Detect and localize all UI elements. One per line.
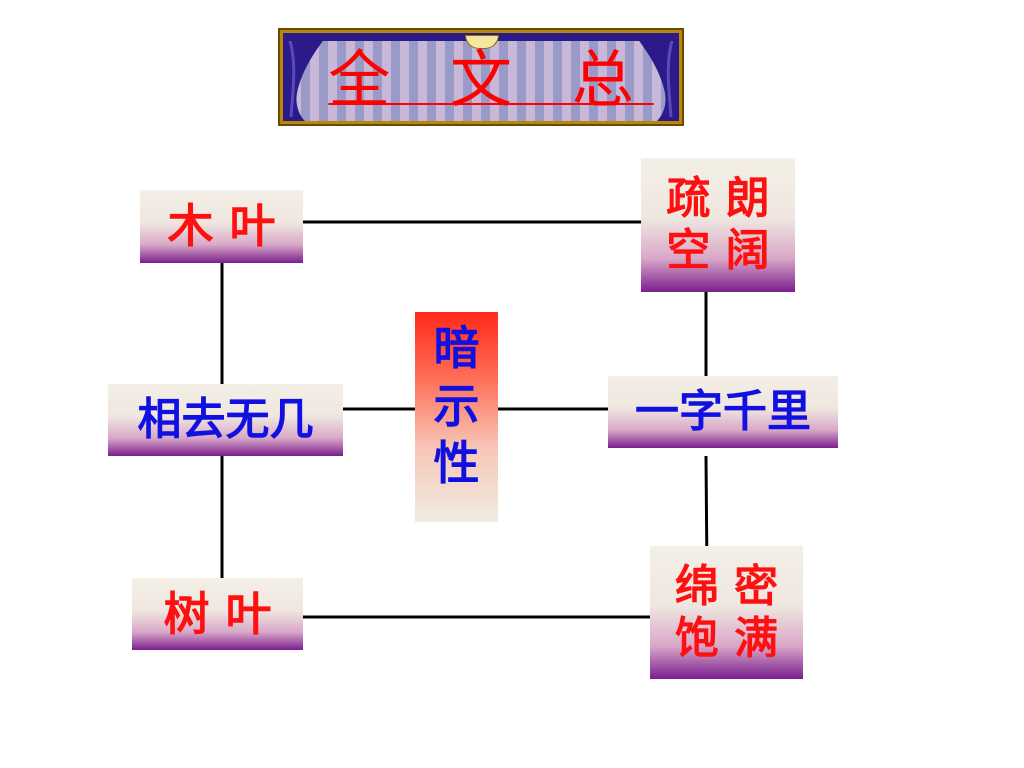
node-shuye: 树 叶	[132, 578, 303, 650]
node-mianmi-label: 绵 密 饱 满	[674, 560, 779, 664]
node-shuye-label: 树 叶	[163, 586, 272, 641]
right-curtain-icon	[633, 33, 679, 121]
node-anshi: 暗 示 性	[415, 312, 498, 522]
title-banner: 全 文 总 结	[278, 28, 684, 126]
node-xiangqu-label: 相去无几	[137, 394, 314, 446]
node-anshi-label: 暗 示 性	[433, 321, 480, 490]
node-shulang-label: 疏 朗 空 阔	[666, 173, 770, 276]
page-title: 全 文 总 结	[328, 43, 654, 116]
node-muye: 木 叶	[140, 190, 303, 263]
node-muye-label: 木 叶	[167, 199, 276, 254]
node-mianmi: 绵 密 饱 满	[650, 546, 803, 679]
left-curtain-icon	[283, 33, 329, 121]
node-xiangqu: 相去无几	[108, 384, 343, 456]
node-yizi-label: 一字千里	[635, 386, 811, 438]
node-yizi: 一字千里	[608, 376, 838, 448]
node-shulang: 疏 朗 空 阔	[641, 158, 795, 292]
